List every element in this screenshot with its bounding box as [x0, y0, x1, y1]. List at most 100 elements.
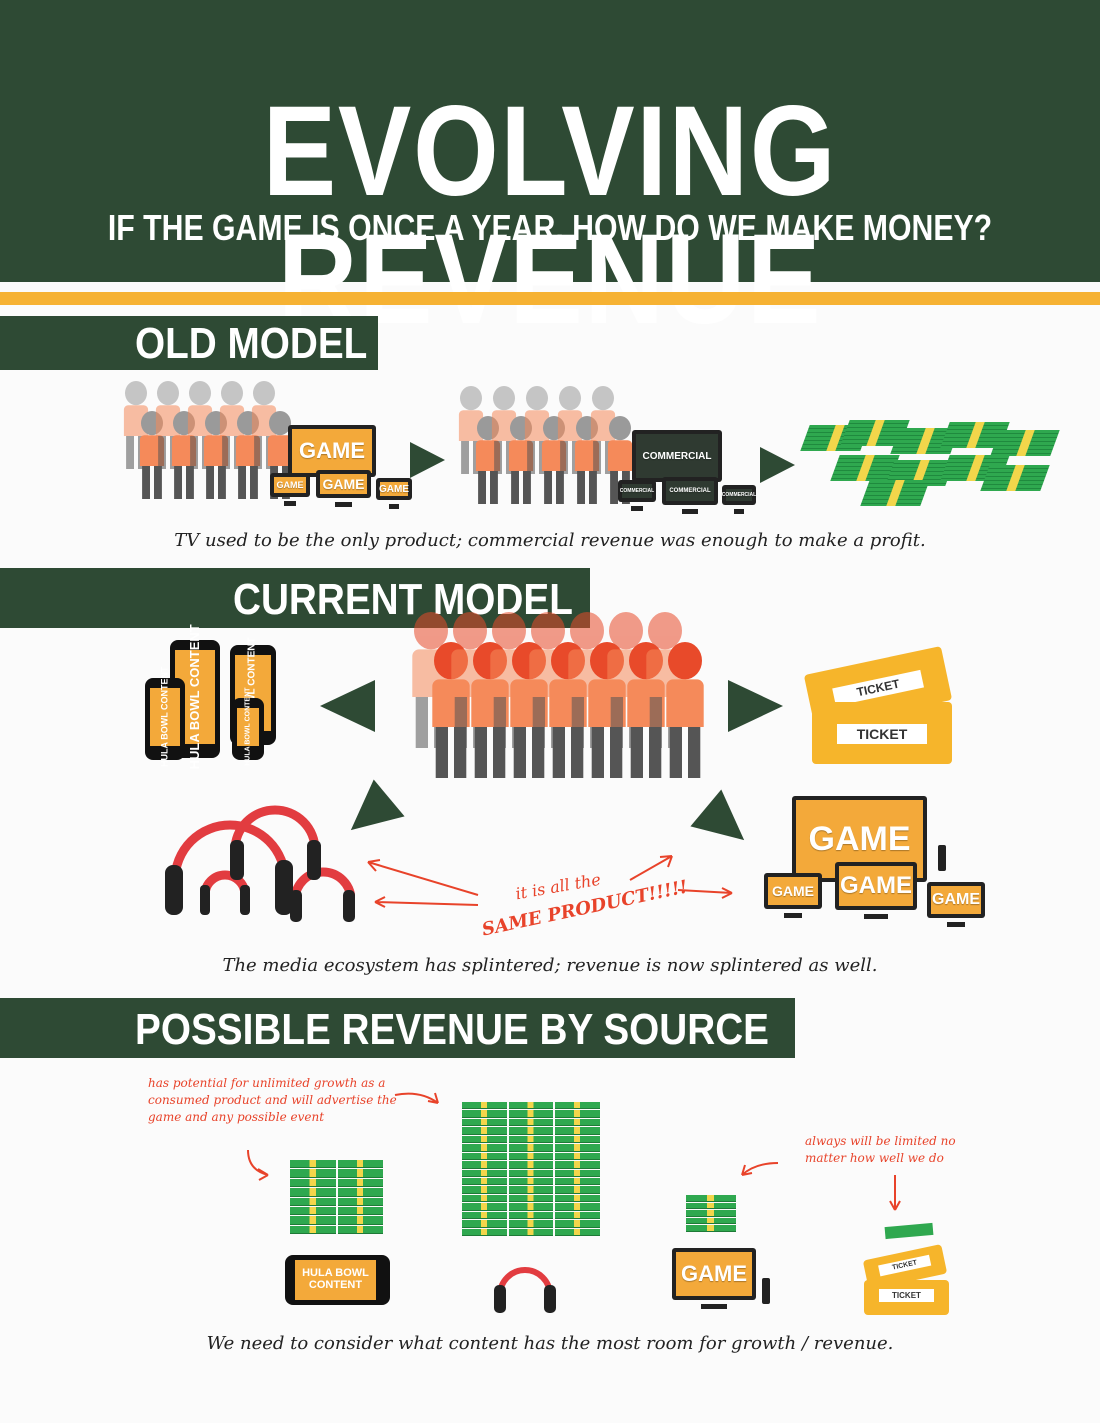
money-bill [508, 1102, 554, 1110]
money-bill [508, 1144, 554, 1152]
money-bill [462, 1169, 507, 1177]
section-heading-old-model: OLD MODEL [0, 316, 378, 370]
money-bill [686, 1217, 736, 1225]
money-bill [555, 1161, 600, 1169]
right-arrow-icon [728, 680, 783, 732]
money-bill [508, 1118, 554, 1127]
right-arrow-icon [760, 447, 795, 483]
tv-game: GAME [376, 478, 412, 509]
old-model-caption: TV used to be the only product; commerci… [174, 530, 926, 551]
phone-content-icon: HULA BOWL CONTENT [232, 688, 264, 766]
money-bill [555, 1177, 600, 1186]
money-bill [337, 1188, 383, 1197]
money-bill [508, 1228, 554, 1236]
right-arrow-icon [410, 442, 445, 478]
money-bill [508, 1220, 554, 1228]
money-bill [508, 1211, 554, 1220]
phone-content-icon: HULA BOWL CONTENT [145, 667, 185, 767]
money-bill [555, 1169, 600, 1177]
money-bill [337, 1169, 383, 1178]
money-bill [508, 1135, 554, 1144]
ticket-icon: TICKET [812, 702, 952, 764]
tv-game: GAME [764, 873, 822, 918]
money-bill [508, 1110, 554, 1118]
tv-game: GAME [316, 470, 371, 507]
money-bill [462, 1203, 507, 1211]
money-bill [555, 1118, 600, 1127]
money-bill [337, 1160, 383, 1169]
money-bill [462, 1152, 507, 1161]
money-bill [462, 1135, 507, 1144]
football-team-illustration [412, 612, 704, 810]
money-bill [555, 1110, 600, 1118]
person-figure [458, 386, 484, 474]
money-bill [462, 1177, 507, 1186]
money-bill [508, 1186, 554, 1194]
left-arrow-icon [320, 680, 375, 732]
money-bill [555, 1194, 600, 1203]
money-stack [990, 430, 1060, 456]
money-bill [555, 1144, 600, 1152]
page-title: EVOLVING REVENUE [262, 80, 838, 351]
ticket-icon: TICKET [864, 1280, 949, 1315]
money-bill [290, 1188, 336, 1197]
money-bill [462, 1211, 507, 1220]
headphones-icon [494, 1267, 556, 1313]
money-bill [508, 1169, 554, 1177]
money-bill [508, 1203, 554, 1211]
money-stack-medium [290, 1160, 385, 1235]
money-bill [555, 1102, 600, 1110]
money-stack-large [462, 1102, 602, 1237]
money-bill [462, 1127, 507, 1135]
money-bill [337, 1197, 383, 1206]
money-bill [555, 1127, 600, 1135]
money-bill [337, 1225, 383, 1234]
money-bill [290, 1178, 336, 1188]
money-bill [462, 1228, 507, 1236]
tv-commercial: COMMERCIAL [662, 477, 718, 514]
annotation-arrows [367, 855, 733, 908]
section-heading-current-model: CURRENT MODEL [0, 568, 590, 628]
money-bill [462, 1186, 507, 1194]
money-bill [555, 1228, 600, 1236]
tv-game: GAME [927, 882, 985, 927]
money-bill [555, 1135, 600, 1144]
remote-icon [938, 845, 946, 871]
money-bill [462, 1161, 507, 1169]
money-pile-icon [800, 420, 1060, 506]
money-bill [508, 1177, 554, 1186]
money-bill [462, 1194, 507, 1203]
note-limited: always will be limited no matter how wel… [805, 1134, 956, 1165]
phone-content-icon: HULA BOWL CONTENT [285, 1255, 390, 1305]
money-bill [555, 1152, 600, 1161]
money-bill [462, 1118, 507, 1127]
money-bill [290, 1225, 336, 1234]
money-bill [337, 1206, 383, 1216]
money-bill [686, 1195, 736, 1202]
note-arrows [247, 1092, 901, 1211]
money-bill [508, 1194, 554, 1203]
money-bill [508, 1161, 554, 1169]
money-bill [555, 1220, 600, 1228]
audience-crowd-illustration [458, 386, 635, 520]
money-bill [290, 1206, 336, 1216]
single-bill-icon [884, 1222, 934, 1240]
current-model-caption: The media ecosystem has splintered; reve… [222, 955, 878, 976]
header-banner [0, 0, 1100, 282]
money-bill [686, 1202, 736, 1210]
person-figure [666, 642, 704, 778]
tv-commercial: COMMERCIAL [722, 485, 756, 514]
money-stack [860, 480, 930, 506]
section-heading-revenue-by-source: POSSIBLE REVENUE BY SOURCE [0, 998, 795, 1058]
page-subtitle: IF THE GAME IS ONCE A YEAR, HOW DO WE MA… [107, 207, 993, 248]
money-bill [337, 1216, 383, 1225]
revenue-caption: We need to consider what content has the… [206, 1333, 894, 1354]
tv-game: GAME [270, 473, 310, 506]
money-stack [980, 465, 1050, 491]
money-bill [686, 1210, 736, 1217]
money-bill [462, 1144, 507, 1152]
money-bill [462, 1110, 507, 1118]
money-bill [290, 1197, 336, 1206]
note-unlimited-growth: has potential for unlimited growth as a … [148, 1076, 397, 1124]
money-bill [686, 1225, 736, 1232]
